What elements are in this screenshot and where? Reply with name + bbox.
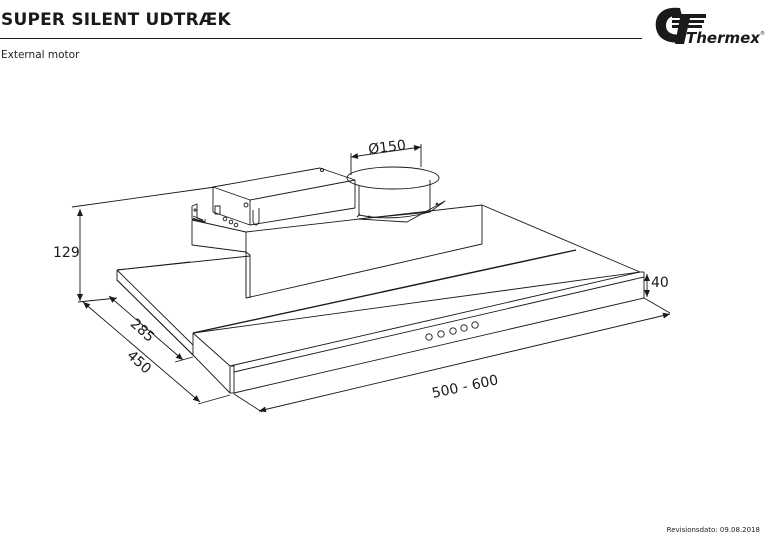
thermex-logo-mark-icon (655, 7, 706, 44)
dim-duct-diameter: Ø150 (367, 138, 406, 158)
thermex-logo: Thermex ® (655, 7, 765, 47)
dim-front-height: 40 (651, 275, 669, 291)
dim-depth-inner: 285 (127, 316, 158, 346)
dim-width: 500 - 600 (431, 372, 500, 402)
dim-depth-outer: 450 (124, 348, 155, 378)
page-title: SUPER SILENT UDTRÆK (1, 10, 231, 30)
page-subtitle: External motor (1, 49, 80, 61)
revision-date: Revisionsdato: 09.08.2018 (666, 526, 760, 534)
thermex-logo-text: Thermex (686, 29, 761, 47)
control-buttons (425, 321, 479, 341)
title-divider (0, 38, 642, 39)
dim-height: 129 (53, 245, 80, 261)
svg-text:®: ® (760, 30, 765, 37)
